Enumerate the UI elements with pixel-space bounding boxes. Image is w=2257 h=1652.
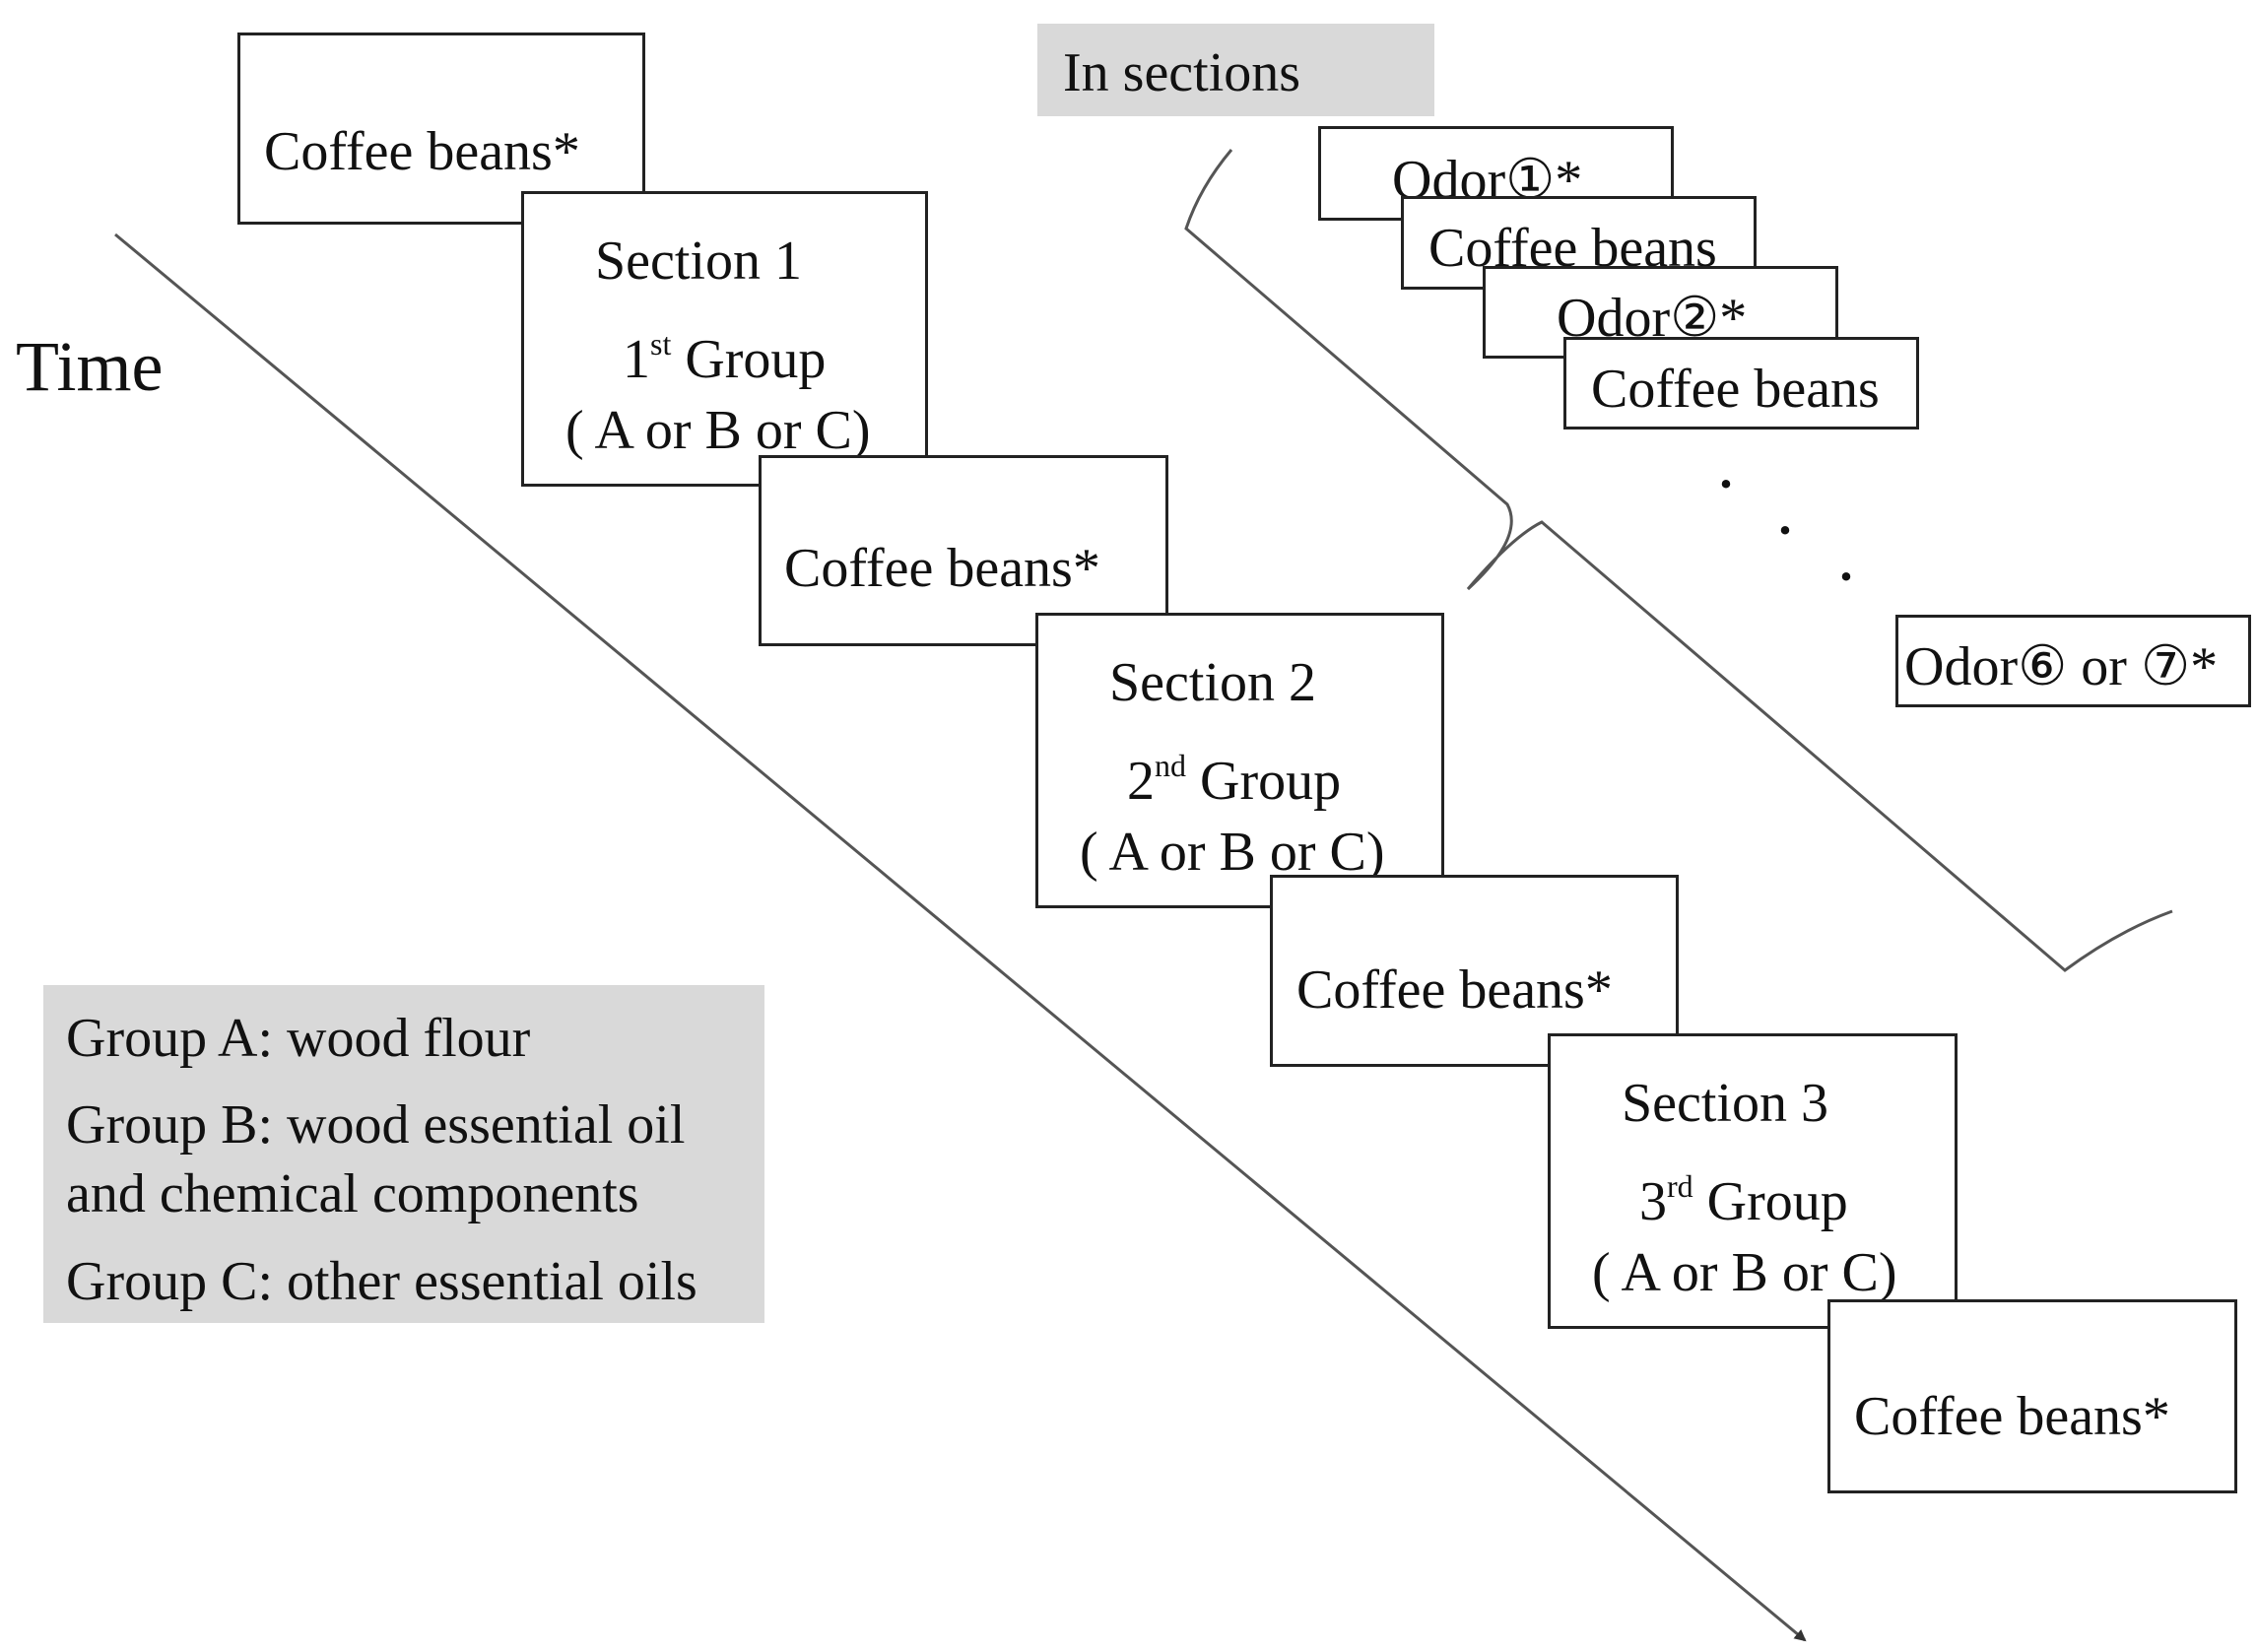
section-3-options: ( A or B or C) [1592, 1242, 1897, 1303]
section-1-options: ( A or B or C) [565, 400, 871, 461]
in-sections-label: In sections [1063, 42, 1301, 103]
section-2-options: ( A or B or C) [1080, 822, 1385, 883]
in-sections-header: In sections [1037, 24, 1434, 116]
section-brace [1184, 149, 2173, 972]
group-word: Group [1200, 751, 1342, 812]
section-3-title: Section 3 [1622, 1073, 1828, 1134]
group-number: 2 [1127, 751, 1155, 812]
detail-coffee-beans-label: Coffee beans [1591, 359, 1880, 420]
legend-group-b-line2: and chemical components [66, 1163, 639, 1224]
odor-2-box: Odor②* [1483, 266, 1838, 359]
odor-6-or-7-box: Odor⑥ or ⑦* [1895, 615, 2251, 707]
section-2-group: 2nd Group [1127, 750, 1342, 812]
coffee-beans-label: Coffee beans* [1296, 959, 1613, 1021]
section-3-box: Section 3 3rd Group ( A or B or C) [1548, 1033, 1958, 1329]
time-label: Time [16, 327, 164, 406]
group-ordinal-suffix: st [650, 326, 672, 362]
ellipsis-dot: · [1714, 444, 1738, 523]
group-number: 1 [623, 329, 650, 390]
group-word: Group [685, 329, 827, 390]
section-1-box: Section 1 1st Group ( A or B or C) [521, 191, 928, 487]
ellipsis-dot: · [1773, 491, 1797, 569]
coffee-beans-box-4: Coffee beans* [1827, 1299, 2237, 1493]
legend-group-b-line1: Group B: wood essential oil [66, 1094, 686, 1156]
section-3-group: 3rd Group [1639, 1170, 1848, 1232]
group-legend: Group A: wood flour Group B: wood essent… [43, 985, 764, 1323]
ellipsis-dot: · [1834, 537, 1858, 616]
odor-2-label: Odor②* [1557, 288, 1748, 349]
group-number: 3 [1639, 1171, 1667, 1232]
time-arrow [114, 232, 1807, 1642]
odor-6-or-7-label: Odor⑥ or ⑦* [1904, 636, 2219, 697]
coffee-beans-label: Coffee beans* [264, 121, 580, 182]
section-2-box: Section 2 2nd Group ( A or B or C) [1035, 613, 1444, 908]
detail-coffee-beans-box-2: Coffee beans [1563, 337, 1919, 430]
section-1-title: Section 1 [595, 231, 802, 292]
legend-group-a: Group A: wood flour [66, 1008, 531, 1069]
legend-group-c: Group C: other essential oils [66, 1251, 697, 1312]
group-ordinal-suffix: rd [1667, 1168, 1693, 1204]
section-2-title: Section 2 [1109, 652, 1316, 713]
section-1-group: 1st Group [623, 328, 827, 390]
group-word: Group [1706, 1171, 1848, 1232]
coffee-beans-label: Coffee beans* [1854, 1386, 2170, 1447]
group-ordinal-suffix: nd [1155, 748, 1186, 783]
coffee-beans-label: Coffee beans* [784, 538, 1100, 599]
